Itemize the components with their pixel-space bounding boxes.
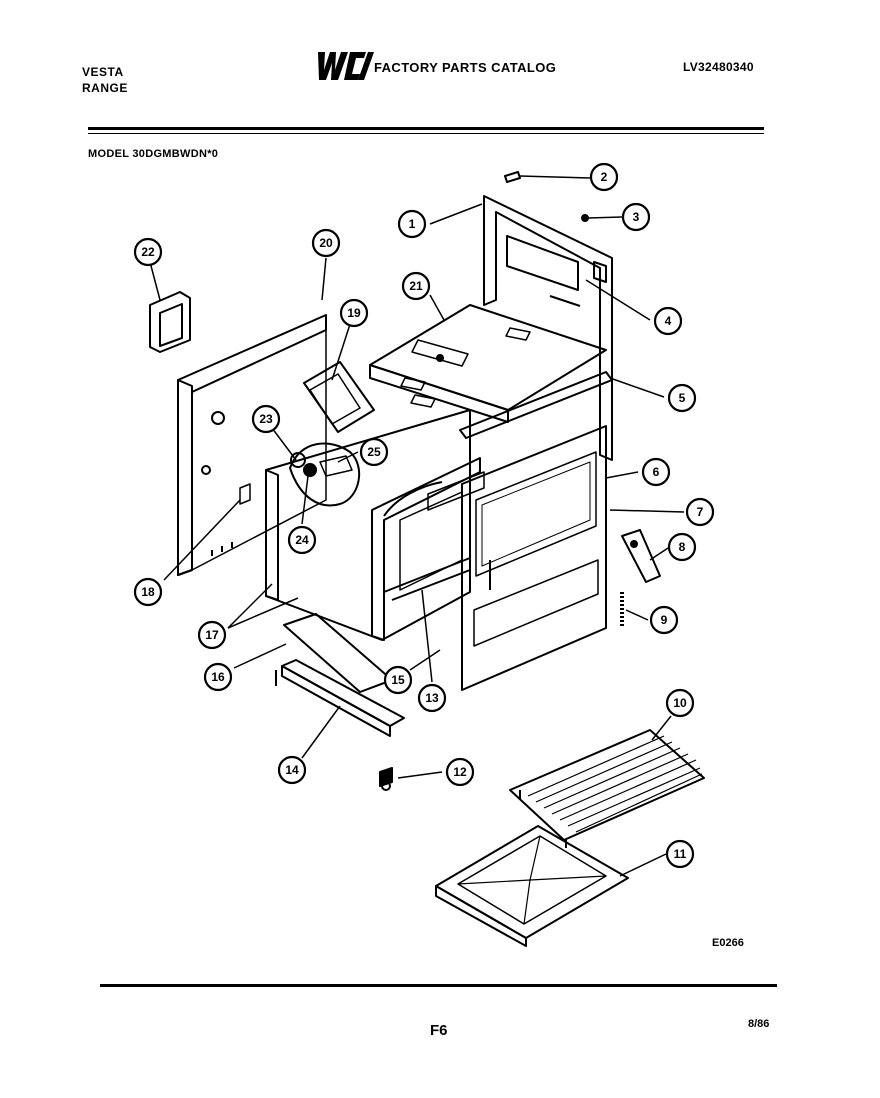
callout-1-label: 1 [409,217,416,231]
callout-21-circle [401,271,431,301]
callout-12-circle [445,757,475,787]
callout-5-label: 5 [679,391,686,405]
callout-21-label: 21 [409,279,423,293]
callout-4-circle [653,306,683,336]
callout-10-circle [665,688,695,718]
part-1-back-panel [483,195,613,461]
callout-17-label: 17 [205,628,219,642]
callout-1-circle [397,209,427,239]
callout-16-label: 16 [211,670,225,684]
model-number: MODEL 30DGMBWDN*0 [88,148,219,160]
callout-7-circle [685,497,715,527]
callout-6-label: 6 [653,465,660,479]
part-22-bracket [149,291,191,353]
callout-9-label: 9 [661,613,668,627]
part-20-side-panel [177,314,327,576]
callout-8-label: 8 [679,540,686,554]
callout-6-circle [641,457,671,487]
callout-16-circle [203,662,233,692]
part-12-leveler [379,767,393,791]
callout-3-label: 3 [633,210,640,224]
callout-12-label: 12 [453,765,467,779]
callout-5-circle [667,383,697,413]
callout-25-label: 25 [367,445,381,459]
callout-24-circle [287,525,317,555]
part-14-kick-panel [275,659,405,737]
callout-11-label: 11 [674,847,687,861]
callout-15-circle [383,665,413,695]
callout-3-circle [621,202,651,232]
part-13-broiler-support [383,557,471,601]
part-23-25-24-valve [289,442,360,507]
callout-18-label: 18 [141,585,155,599]
part-11-broiler-pan [435,825,629,947]
part-8-hinge [621,529,661,583]
part-16-bottom-panel [283,613,393,693]
callout-2-label: 2 [601,170,608,184]
callout-23-label: 23 [259,412,273,426]
callout-8-circle [667,532,697,562]
part-5-rail [459,371,613,439]
header-rule-thin [88,133,764,134]
callout-22-circle [133,237,163,267]
callout-14-label: 14 [285,763,299,777]
callout-13-circle [417,683,447,713]
footer-rule [100,984,777,987]
leader-lines [149,175,685,877]
part-19-vent [303,361,375,433]
callout-19-label: 19 [347,306,361,320]
callout-20-label: 20 [319,236,333,250]
callout-20-circle [311,228,341,258]
callout-2-circle [589,162,619,192]
callout-18-circle [133,577,163,607]
callout-19-circle [339,298,369,328]
catalog-date: 8/86 [748,1018,770,1030]
wci-logo-icon [318,52,374,80]
callout-7-label: 7 [697,505,704,519]
callout-circles [133,162,715,869]
callout-4-label: 4 [665,314,672,328]
part-21-top-panel [369,304,607,423]
callout-25-circle [359,437,389,467]
part-3-screw [581,214,589,222]
part-2-clip [504,171,521,183]
callout-24-label: 24 [295,533,309,547]
part-10-oven-rack [509,729,705,848]
page-number: F6 [430,1022,448,1039]
callout-23-circle [251,404,281,434]
callout-14-circle [277,755,307,785]
brand-name: VESTA [82,65,124,79]
catalog-title: FACTORY PARTS CATALOG [374,60,557,75]
header-rule [88,127,764,130]
callout-10-label: 10 [673,696,687,710]
product-name: RANGE [82,81,128,95]
figure-id: E0266 [712,937,744,949]
catalog-number: LV32480340 [683,60,754,74]
callout-22-label: 22 [141,245,155,259]
part-6-oven-door [461,425,607,691]
callout-11-circle [665,839,695,869]
callout-15-label: 15 [391,673,405,687]
callout-9-circle [649,605,679,635]
brand-block: VESTA RANGE [82,64,128,96]
callout-17-circle [197,620,227,650]
callout-numbers: 1 2 3 4 5 6 7 8 9 10 11 12 13 14 15 16 1… [141,170,703,861]
part-17-oven-body [265,409,485,641]
callout-13-label: 13 [425,691,439,705]
